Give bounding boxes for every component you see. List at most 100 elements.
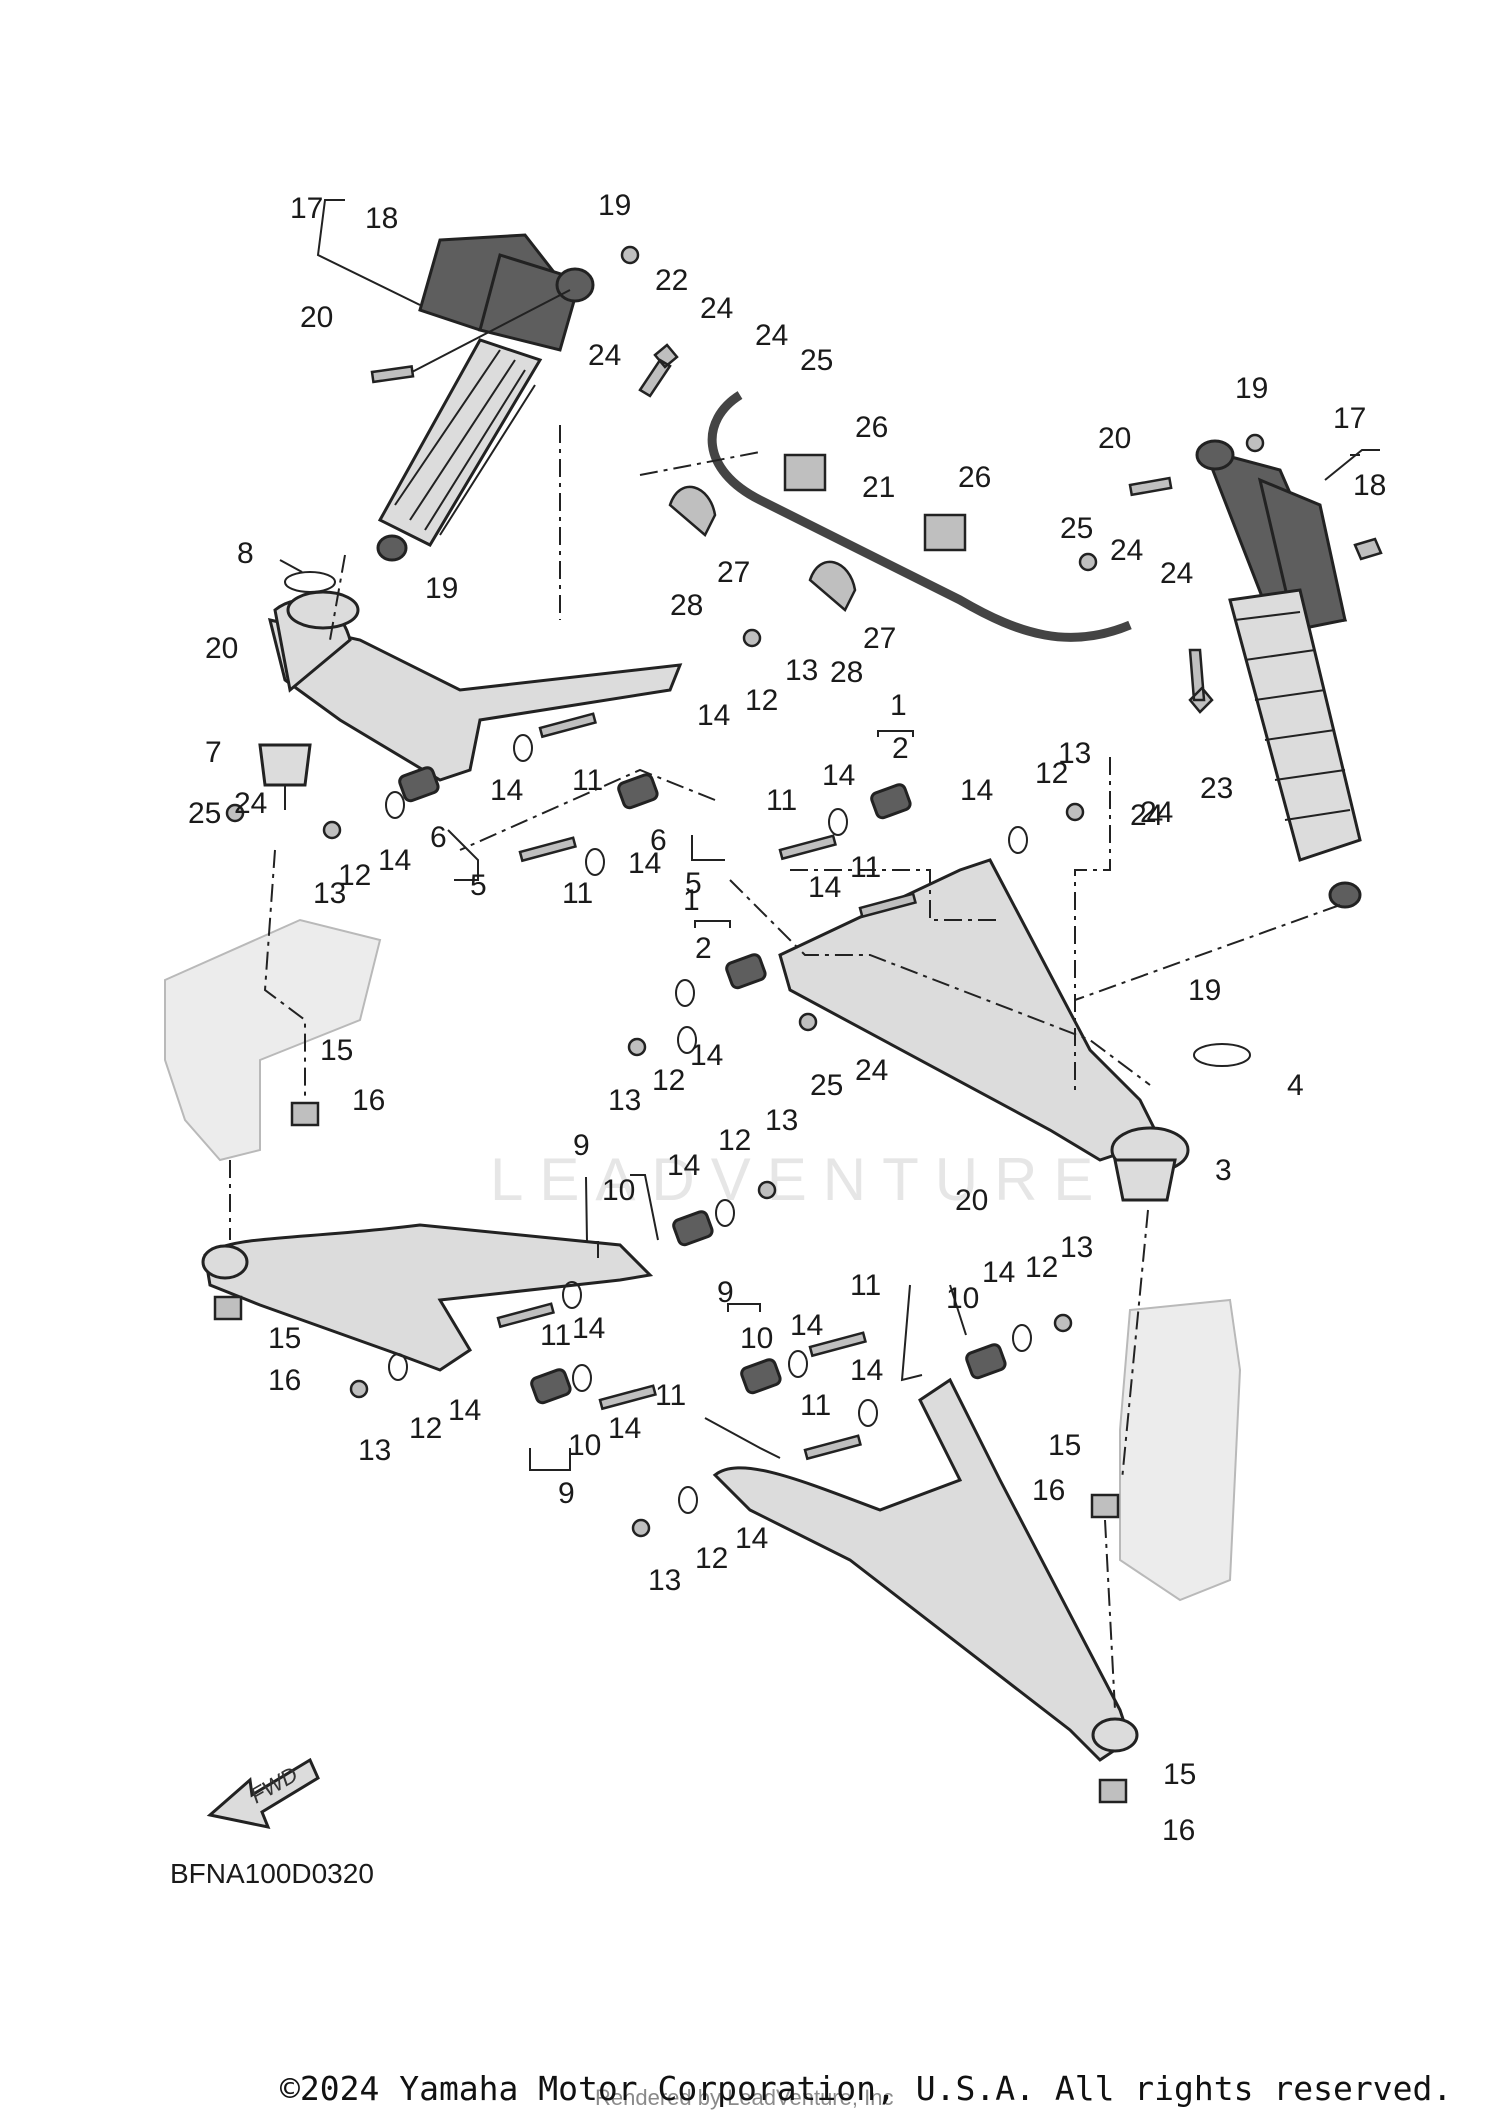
callout-13: 13 [1060,1231,1093,1264]
callout-10: 10 [946,1282,979,1315]
callout-11: 11 [655,1379,686,1412]
callout-11: 11 [562,877,593,910]
callout-15: 15 [268,1322,301,1355]
callout-14: 14 [822,759,855,792]
shock-absorber-left [376,233,595,562]
diagram-code: BFNA100D0320 [170,1858,374,1889]
lower-arm-left [203,1223,654,1372]
callout-10: 10 [568,1429,601,1462]
callout-24: 24 [234,787,267,820]
callout-17: 17 [1333,402,1366,435]
render-credit: Rendered by LeadVenture, Inc [595,2085,893,2110]
bolt-20-upper-right [1128,476,1173,497]
callout-7: 7 [205,736,222,769]
callout-28: 28 [670,589,703,622]
callout-24: 24 [855,1054,888,1087]
callout-20: 20 [300,301,333,334]
callout-19: 19 [1188,974,1221,1007]
copyright-notice: ©2024 Yamaha Motor Corporation, U.S.A. A… [280,2069,1452,2108]
ball-joint-3 [1113,1158,1177,1202]
bracket-27-right [808,560,857,612]
callout-26: 26 [855,411,888,444]
callout-23: 23 [1200,772,1233,805]
ring-8 [284,571,336,593]
callout-14: 14 [808,871,841,904]
callout-24: 24 [1160,557,1193,590]
callout-12: 12 [1035,757,1068,790]
bracket-27-left [668,485,717,537]
stabilizer-link-23 [1188,648,1214,714]
callout-24: 24 [755,319,788,352]
callout-11: 11 [572,764,603,797]
steering-knuckle-left [164,918,382,1162]
stabilizer-bar [707,391,1132,642]
callout-16: 16 [268,1364,301,1397]
callout-10: 10 [740,1322,773,1355]
callout-24: 24 [1140,796,1173,829]
callout-5: 5 [470,869,487,902]
callout-14: 14 [667,1149,700,1182]
callout-9: 9 [558,1477,575,1510]
callout-27: 27 [717,556,750,589]
callout-14: 14 [448,1394,481,1427]
callout-11: 11 [850,851,881,884]
bushing-26-right [923,513,967,552]
callout-16: 16 [1162,1814,1195,1847]
callout-20: 20 [1098,422,1131,455]
nut-19-upper-right [1245,433,1265,453]
callout-11: 11 [800,1389,831,1422]
callout-6: 6 [650,824,667,857]
callout-27: 27 [863,622,896,655]
callout-15: 15 [320,1034,353,1067]
callout-11: 11 [766,784,797,817]
callout-9: 9 [717,1276,734,1309]
callout-4: 4 [1287,1069,1304,1102]
callout-24: 24 [1110,534,1143,567]
callout-13: 13 [608,1084,641,1117]
steering-knuckle-right [1119,1298,1242,1602]
callout-12: 12 [338,859,371,892]
callout-8: 8 [237,537,254,570]
callout-25: 25 [1060,512,1093,545]
callout-2: 2 [892,732,909,765]
callout-12: 12 [718,1124,751,1157]
callout-20: 20 [955,1184,988,1217]
callout-1: 1 [683,884,700,917]
callout-13: 13 [313,877,346,910]
callout-26: 26 [958,461,991,494]
callout-11: 11 [850,1269,881,1302]
callout-12: 12 [652,1064,685,1097]
callout-14: 14 [608,1412,641,1445]
callout-14: 14 [960,774,993,807]
clip-18-right [1353,537,1383,561]
ball-joint-7 [258,743,312,787]
callout-17: 17 [290,192,323,225]
callout-19: 19 [425,572,458,605]
callout-15: 15 [1048,1429,1081,1462]
callout-10: 10 [602,1174,635,1207]
callout-28: 28 [830,656,863,689]
callout-13: 13 [648,1564,681,1597]
callout-15: 15 [1163,1758,1196,1791]
leader-lines [229,425,1341,1711]
callout-14: 14 [850,1354,883,1387]
callout-14: 14 [628,847,661,880]
forward-arrow-icon: FWD [206,1757,320,1830]
callout-12: 12 [1025,1251,1058,1284]
callout-2: 2 [695,932,712,965]
upper-arm-right [778,858,1163,1162]
callout-16: 16 [352,1084,385,1117]
callout-13: 13 [1058,737,1091,770]
bushing-26-left [783,453,827,492]
callout-13: 13 [765,1104,798,1137]
callout-14: 14 [378,844,411,877]
shock-absorber-right [1195,439,1362,909]
callout-20: 20 [205,632,238,665]
callout-19: 19 [1235,372,1268,405]
bracket-lines [279,199,1380,1471]
ring-4 [1193,1043,1251,1067]
callout-21: 21 [862,471,895,504]
callout-5: 5 [685,867,702,900]
